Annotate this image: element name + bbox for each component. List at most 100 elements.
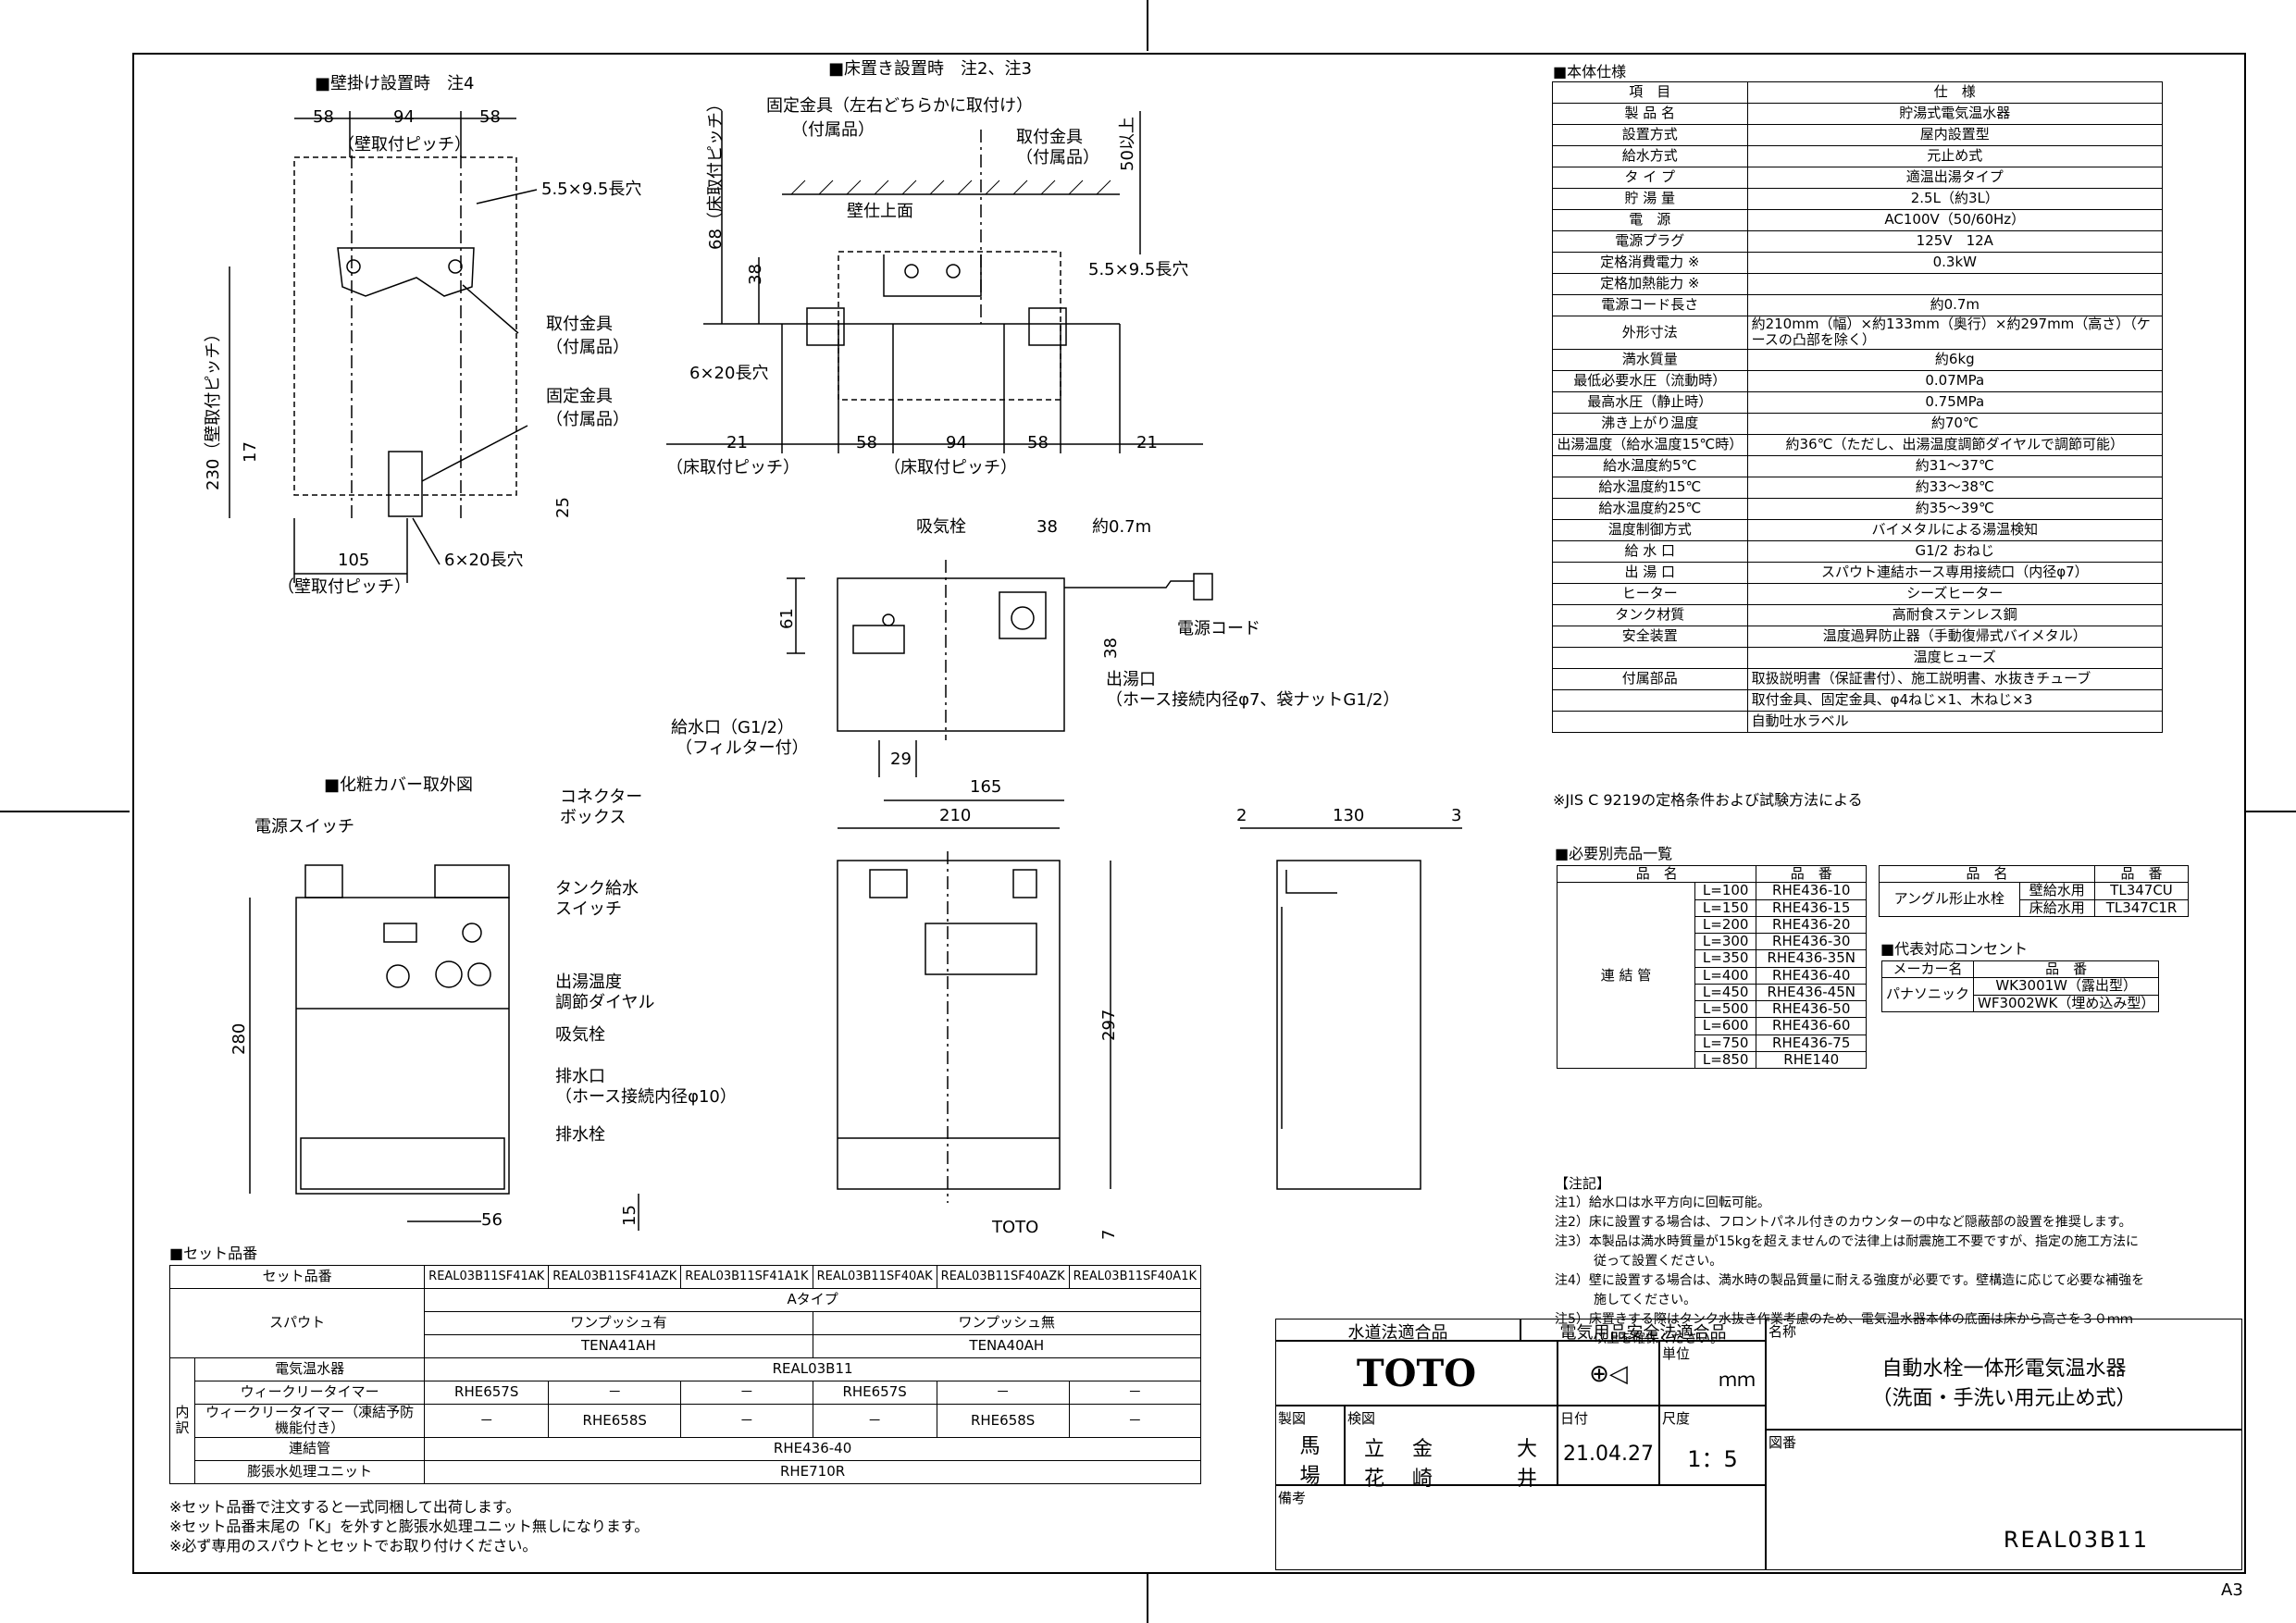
- water-ok: 水道法適合品: [1275, 1319, 1520, 1343]
- spec-title: ■本体仕様: [1553, 63, 1627, 81]
- parts-length: L=750: [1694, 1034, 1757, 1052]
- set-code: REAL03B11SF40AZK: [936, 1265, 1070, 1289]
- wall-mount-title: ■壁掛け設置時 注4: [315, 74, 475, 93]
- type-a: Aタイプ: [424, 1288, 1201, 1312]
- parts-code: RHE436-75: [1756, 1034, 1867, 1052]
- timer-cell: －: [1068, 1404, 1202, 1438]
- parts-length: L=150: [1694, 898, 1757, 917]
- spec-value: 約33～38℃: [1746, 476, 2164, 499]
- dim-58-left: 58: [313, 107, 334, 127]
- dim-105: 105: [338, 551, 370, 570]
- checked-label: 検図: [1347, 1410, 1376, 1427]
- spec-item: 定格加熱能力 ※: [1552, 273, 1748, 295]
- tank-switch-label: タンク給水: [555, 879, 639, 898]
- timer-cell: －: [812, 1404, 937, 1438]
- scale-value: 1：5: [1687, 1446, 1738, 1472]
- spec-item: 項 目: [1552, 81, 1748, 104]
- parts-code: RHE436-60: [1756, 1017, 1867, 1035]
- spec-item: [1552, 646, 1748, 669]
- name-cell: 名称 自動水栓一体形電気温水器 （洗面・手洗い用元止め式）: [1766, 1319, 2242, 1430]
- spec-value: 貯湯式電気温水器: [1746, 103, 2164, 125]
- floor-mount-bracket: 取付金具: [1016, 128, 1083, 147]
- spec-item: [1552, 688, 1748, 712]
- spec-value: 約36℃（ただし、出湯温度調節ダイヤルで調節可能）: [1746, 433, 2164, 456]
- spec-value: 0.3kW: [1746, 252, 2164, 274]
- floor-mount-title: ■床置き設置時 注2、注3: [828, 59, 1032, 79]
- set-footnote: ※セット品番末尾の「K」を外すと膨張水処理ユニット無しになります。: [169, 1518, 650, 1535]
- valve-floor-code: TL347C1R: [2093, 898, 2190, 917]
- front-dim-7: 7: [1099, 1229, 1119, 1240]
- parts-code: RHE436-10: [1756, 882, 1867, 900]
- drawn-cell: 製図 馬場: [1275, 1406, 1345, 1488]
- spec-value: 約31～37℃: [1746, 454, 2164, 477]
- cover-view-drawing: [249, 864, 639, 1231]
- parts-code: RHE436-45N: [1756, 983, 1867, 1002]
- notes-block: 【注記】 注1）給水口は水平方向に回転可能。注2）床に設置する場合は、フロントパ…: [1555, 1173, 2240, 1349]
- checked-cell: 検図 立花 金崎 大井: [1345, 1406, 1558, 1491]
- timer-cell: －: [680, 1404, 813, 1438]
- spec-item: タンク材質: [1552, 603, 1748, 626]
- floor-dim-58-right: 58: [1027, 433, 1049, 452]
- floor-dim-94: 94: [946, 433, 967, 452]
- heater-code: REAL03B11: [424, 1357, 1201, 1381]
- spec-row: 安全装置温度過昇防止器（手動復帰式バイメタル）: [1552, 625, 2164, 648]
- scale-cell: 尺度 1：5: [1659, 1406, 1766, 1485]
- spec-row: 満水質量約6kg: [1552, 348, 2164, 371]
- connector-box-label-2: ボックス: [560, 808, 627, 827]
- spec-header-row: 項 目仕 様: [1552, 81, 2164, 104]
- set-footnotes: ※セット品番で注文すると一式同梱して出荷します。※セット品番末尾の「K」を外すと…: [169, 1497, 649, 1555]
- spec-value: 仕 様: [1746, 81, 2164, 104]
- spec-row: タンク材質高耐食ステンレス鋼: [1552, 603, 2164, 626]
- spec-value: 取付金具、固定金具、φ4ねじ×1、木ねじ×3: [1746, 688, 2164, 712]
- parts-length: L=300: [1694, 932, 1757, 951]
- spec-table: 項 目仕 様製 品 名貯湯式電気温水器設置方式屋内設置型給水方式元止め式タ イ …: [1552, 81, 2164, 733]
- spec-item: 満水質量: [1552, 348, 1748, 371]
- spout-label: スパウト: [168, 1288, 426, 1358]
- front-dim-210: 210: [939, 806, 972, 825]
- valve-floor-label: 床給水用: [2018, 898, 2095, 917]
- spec-value: 0.07MPa: [1746, 369, 2164, 392]
- drawing-frame: [132, 53, 2246, 1574]
- dim-94: 94: [393, 107, 415, 127]
- side-dim-2: 2: [1236, 806, 1247, 825]
- note-item: 従って設置ください。: [1555, 1254, 1723, 1269]
- spec-row: 製 品 名貯湯式電気温水器: [1552, 103, 2164, 125]
- hole-slot-label: 5.5×9.5長穴: [541, 180, 642, 199]
- connector-box-label: コネクター: [560, 787, 643, 807]
- spec-row: 最低必要水圧（流動時）0.07MPa: [1552, 369, 2164, 392]
- parts-length: L=350: [1694, 949, 1757, 968]
- attached-label: （付属品）: [546, 338, 629, 357]
- parts-title: ■必要別売品一覧: [1555, 845, 1673, 862]
- power-cord-label: 電源コード: [1177, 619, 1260, 638]
- side-view-drawing: [1240, 827, 1462, 1190]
- attached-label-2: （付属品）: [546, 410, 629, 429]
- parts-code: RHE436-50: [1756, 999, 1867, 1019]
- set-footnote: ※必ず専用のスパウトとセットでお取り付けください。: [169, 1537, 538, 1555]
- spec-value: 温度ヒューズ: [1746, 646, 2164, 669]
- spec-value: 適温出湯タイプ: [1746, 167, 2164, 189]
- spec-item: 沸き上がり温度: [1552, 412, 1748, 435]
- spec-item: 定格消費電力 ※: [1552, 252, 1748, 274]
- spec-item: 電源コード長さ: [1552, 294, 1748, 316]
- spec-item: 給水温度約15℃: [1552, 476, 1748, 499]
- spec-value: 約210mm（幅）×約133mm（奥行）×約297mm（高さ）（ケースの凸部を除…: [1746, 316, 2164, 350]
- wall-pitch-label-2: （壁取付ピッチ）: [278, 577, 411, 597]
- checked-by: 立花: [1364, 1438, 1385, 1491]
- drain-plug-label: 排水栓: [555, 1125, 605, 1145]
- inlet-label: 給水口（G1/2）: [671, 718, 794, 737]
- dwg-label: 図番: [1769, 1434, 1797, 1451]
- power-switch-label: 電源スイッチ: [254, 817, 354, 836]
- spec-row: 沸き上がり温度約70℃: [1552, 412, 2164, 435]
- unit-value: ｍｍ: [1719, 1369, 1756, 1391]
- floor-attached-2: （付属品）: [1016, 148, 1099, 167]
- one-push-no: ワンプッシュ無: [812, 1311, 1202, 1335]
- exp-code: RHE710R: [424, 1459, 1201, 1484]
- front-view-drawing: [837, 827, 1111, 1203]
- parts-length: L=200: [1694, 915, 1757, 935]
- timer-cell: RHE657S: [812, 1381, 937, 1405]
